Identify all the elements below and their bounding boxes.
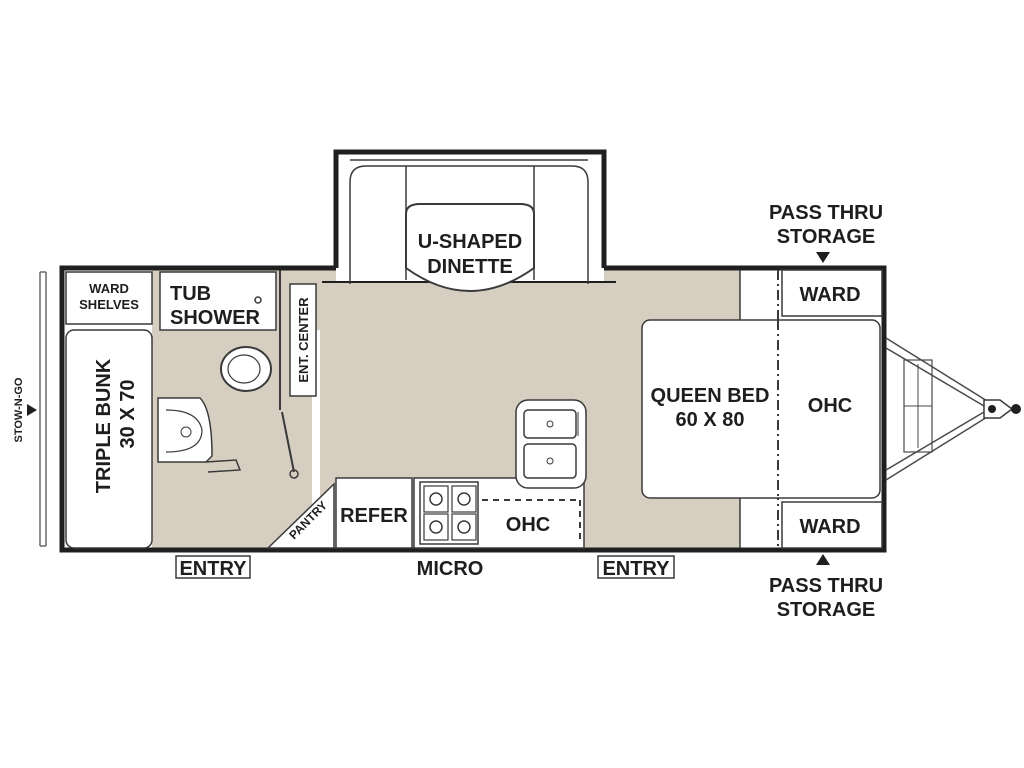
tub-shower-line-2: SHOWER <box>170 307 261 329</box>
sink-icon <box>157 397 213 463</box>
ward-shelves-line-1: WARD <box>89 281 129 296</box>
dinette-line-2: DINETTE <box>427 256 513 278</box>
triple-bunk-line-2: 30 X 70 <box>117 380 139 449</box>
ward-bottom-label: WARD <box>799 516 860 538</box>
pass-thru-top-line-1: PASS THRU <box>769 202 883 224</box>
drain-icon <box>254 296 262 304</box>
ent-center-label: ENT. CENTER <box>296 297 311 383</box>
entry-rear-label: ENTRY <box>602 558 670 580</box>
entry-door-rear: ENTRY <box>597 555 675 580</box>
entry-front-label: ENTRY <box>179 558 247 580</box>
stove-icon <box>419 481 479 545</box>
pass-thru-top-line-2: STORAGE <box>777 226 876 248</box>
bedroom: WARD WARD <box>739 269 883 549</box>
entry-door-front: ENTRY <box>175 555 251 580</box>
kitchen-sink-icon <box>515 399 587 489</box>
queen-bed-line-2: 60 X 80 <box>676 409 745 431</box>
ward-shelves: WARD SHELVES <box>65 271 153 325</box>
refer-label: REFER <box>340 505 408 527</box>
stow-n-go-label: STOW-N-GO <box>13 377 25 442</box>
bath-door-swing <box>281 411 295 473</box>
queen-bed-line-1: QUEEN BED <box>651 385 770 407</box>
triple-bunk: TRIPLE BUNK 30 X 70 <box>65 329 153 549</box>
queen-bed: QUEEN BED 60 X 80 OHC <box>641 319 881 499</box>
arrow-down-icon <box>816 252 830 263</box>
refrigerator: REFER <box>335 477 413 549</box>
tub-shower-line-1: TUB <box>170 283 211 305</box>
dinette-table <box>405 203 535 292</box>
ward-shelves-line-2: SHELVES <box>79 297 139 312</box>
dinette-line-1: U-SHAPED <box>418 231 522 253</box>
bathroom: TUB SHOWER <box>157 270 299 479</box>
triple-bunk-line-1: TRIPLE BUNK <box>93 358 115 493</box>
arrow-up-icon <box>816 554 830 565</box>
ent-center: ENT. CENTER <box>289 283 317 397</box>
ohc-bed-label: OHC <box>808 395 852 417</box>
stow-arrow-icon <box>27 404 37 416</box>
stow-n-go-door <box>39 271 47 547</box>
micro-label: MICRO <box>417 558 484 580</box>
dinette <box>349 159 589 292</box>
pass-thru-bottom-line-2: STORAGE <box>777 599 876 621</box>
ohc-kitchen-label: OHC <box>506 514 550 536</box>
ward-top-label: WARD <box>799 284 860 306</box>
pass-thru-bottom-line-1: PASS THRU <box>769 575 883 597</box>
hitch-tongue <box>885 337 1021 481</box>
